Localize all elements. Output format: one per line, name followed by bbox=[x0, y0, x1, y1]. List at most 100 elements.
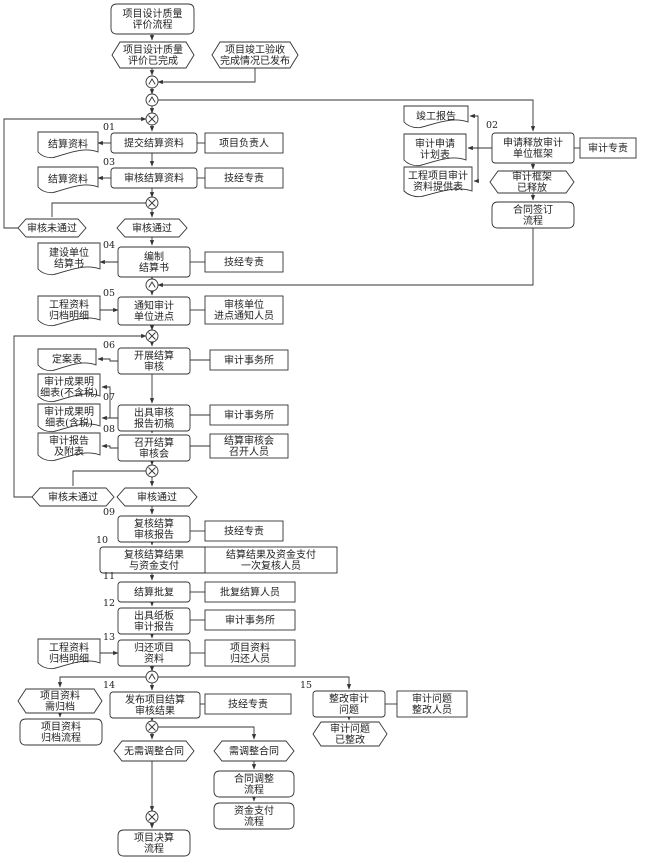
contract-adjust-label-1: 合同调整 bbox=[234, 772, 274, 785]
ev-review-fail-2-event: 审核未通过 bbox=[31, 487, 115, 507]
xor-gateway-4 bbox=[145, 196, 159, 210]
and-gateway-1 bbox=[145, 75, 159, 89]
xor-gateway-10 bbox=[145, 810, 159, 824]
ev-need-archive-label-2: 需归档 bbox=[45, 700, 75, 713]
role-firm-2-label-1: 审计事务所 bbox=[224, 409, 274, 422]
role-project-lead-label-1: 项目负责人 bbox=[219, 137, 269, 150]
review-settlement-label-1: 审核结算资料 bbox=[124, 172, 184, 185]
connector-31 bbox=[158, 676, 352, 690]
role-tech-3-rect: 技经专责 bbox=[204, 520, 284, 542]
doc-settle-2-doc: 结算资料 bbox=[37, 166, 99, 194]
doc-owner-book-label-2: 结算书 bbox=[54, 257, 84, 270]
ev-frame-released-label-1: 审计框架 bbox=[512, 170, 552, 183]
ev-review-fail-1-label-1: 审核未通过 bbox=[27, 222, 77, 235]
doc-archive-2-label-2: 归档明细 bbox=[49, 652, 89, 665]
ev-need-archive-label-1: 项目资料 bbox=[40, 689, 80, 702]
doc-owner-book-label-1: 建设单位 bbox=[49, 246, 89, 259]
ev-review-pass-2-event: 审核通过 bbox=[116, 487, 198, 507]
connector-10 bbox=[51, 202, 146, 217]
return-docs-label-2: 资料 bbox=[144, 652, 164, 665]
return-docs-label-1: 归还项目 bbox=[134, 641, 174, 654]
doc-result-ex-label-2: 细表(不含税) bbox=[40, 386, 98, 399]
doc-draft-table-doc: 定案表 bbox=[37, 348, 97, 372]
start-audit-label-2: 审核 bbox=[144, 360, 164, 373]
connector-22 bbox=[13, 333, 147, 498]
start-audit-label-1: 开展结算 bbox=[134, 349, 174, 362]
ev-review-pass-1-label-1: 审核通过 bbox=[132, 222, 172, 235]
role-tech-3-label-1: 技经专责 bbox=[224, 525, 264, 538]
connector-29 bbox=[57, 676, 146, 688]
doc-settle-2-label-1: 结算资料 bbox=[48, 173, 88, 186]
connector-54 bbox=[101, 443, 118, 449]
final-accounts-label-1: 项目决算 bbox=[134, 831, 174, 844]
step-number-13: 13 bbox=[103, 632, 115, 643]
connector-50 bbox=[473, 147, 492, 184]
doc-audit-info-label-2: 资料提供表 bbox=[413, 180, 463, 193]
role-firm-3-label-1: 审计事务所 bbox=[225, 614, 275, 627]
xor-gateway-6 bbox=[145, 329, 159, 343]
connector-36 bbox=[158, 726, 257, 740]
submit-settlement-label-1: 提交结算资料 bbox=[124, 137, 184, 150]
publish-result-label-1: 发布项目结算 bbox=[125, 693, 185, 706]
role-firm-1-rect: 审计事务所 bbox=[209, 349, 289, 371]
ev-design-done-label-2: 评价已完成 bbox=[128, 54, 178, 67]
rectify-label-1: 整改审计 bbox=[329, 692, 369, 705]
role-firm-3-rect: 审计事务所 bbox=[204, 609, 296, 631]
role-meeting-label-2: 召开人员 bbox=[229, 446, 269, 458]
and-gateway-2 bbox=[145, 93, 159, 107]
draft-report-label-1: 出具审核 bbox=[134, 406, 174, 419]
recheck-report-label-1: 复核结算 bbox=[134, 517, 174, 530]
doc-report-label-2: 及附表 bbox=[54, 445, 84, 458]
step-number-6: 06 bbox=[103, 340, 115, 351]
ev-need-adjust-label-1: 需调整合同 bbox=[229, 745, 279, 758]
ev-need-adjust-event: 需调整合同 bbox=[213, 740, 295, 762]
connector-5 bbox=[158, 99, 536, 132]
hold-meeting-label-2: 审核会 bbox=[139, 447, 169, 460]
review-settlement-proc: 审核结算资料 bbox=[110, 167, 198, 189]
approve-settle-proc: 结算批复 bbox=[117, 581, 191, 603]
recheck-report-label-2: 审核报告 bbox=[134, 528, 174, 541]
role-recheck-label-2: 一次复核人员 bbox=[241, 559, 301, 572]
role-approve-rect: 批复结算人员 bbox=[204, 581, 296, 603]
connector-lines bbox=[3, 34, 580, 829]
funds-pay-label-1: 资金支付 bbox=[234, 804, 274, 817]
compile-book-label-2: 结算书 bbox=[139, 261, 169, 274]
request-frame-label-1: 申请释放审计 bbox=[503, 136, 563, 149]
role-recheck-label-1: 结算结果及资金支付 bbox=[226, 548, 316, 561]
and-gateway-5 bbox=[145, 278, 159, 292]
issue-paper-label-1: 出具纸板 bbox=[134, 609, 174, 622]
step-number-12: 12 bbox=[103, 598, 115, 609]
ev-no-adjust-label-1: 无需调整合同 bbox=[124, 745, 184, 758]
ev-design-done-label-1: 项目设计质量 bbox=[123, 43, 183, 56]
contract-adjust-label-2: 流程 bbox=[244, 783, 264, 796]
archive-flow-label-2: 归档流程 bbox=[41, 731, 81, 744]
connector-11 bbox=[3, 116, 147, 229]
xor-gateway-9 bbox=[145, 720, 159, 734]
notify-audit-label-1: 通知审计 bbox=[134, 299, 174, 312]
role-rectify-label-2: 整改人员 bbox=[412, 703, 452, 716]
doc-report-label-1: 审计报告 bbox=[49, 434, 89, 447]
doc-settle-1-doc: 结算资料 bbox=[37, 131, 99, 159]
